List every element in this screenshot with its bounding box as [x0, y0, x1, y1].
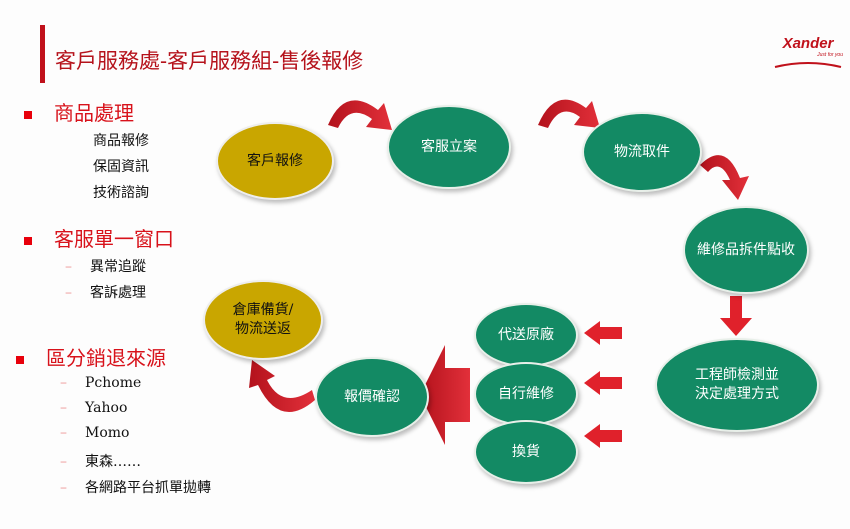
list-item: –客訴處理 — [65, 285, 146, 301]
curved-arrow-icon — [328, 100, 392, 130]
left-arrow-icon — [584, 424, 622, 448]
list-item: 保固資訊 — [93, 159, 149, 175]
node-engineer-check: 工程師檢測並決定處理方式 — [655, 338, 819, 432]
node-customer-report: 客戶報修 — [216, 122, 334, 200]
list-item: –各網路平台抓單拋轉 — [60, 480, 211, 496]
node-receive-inspect: 維修品拆件點收 — [683, 206, 809, 294]
list-item: 商品報修 — [93, 133, 149, 149]
list-item: –Yahoo — [60, 400, 128, 416]
bullet-icon — [16, 355, 24, 364]
bullet-icon — [24, 110, 32, 119]
node-self-repair: 自行維修 — [474, 362, 578, 426]
list-item: –Pchome — [60, 375, 142, 391]
curved-arrow-icon — [538, 99, 600, 128]
logo-tagline: Just for you — [817, 52, 843, 58]
node-case-open: 客服立案 — [387, 105, 511, 189]
list-item: –異常追蹤 — [65, 259, 146, 275]
page-title: 客戶服務處-客戶服務組-售後報修 — [55, 49, 364, 73]
list-item: 技術諮詢 — [93, 185, 149, 201]
title-accent-bar — [40, 25, 45, 83]
left-arrow-icon — [584, 371, 622, 395]
node-send-oem: 代送原廠 — [474, 303, 578, 367]
section-heading-service: 客服單一窗口 — [24, 223, 174, 252]
heading-text: 區分銷退來源 — [46, 346, 166, 370]
node-warehouse-return: 倉庫備貨/物流送返 — [203, 280, 323, 360]
node-exchange: 換貨 — [474, 420, 578, 484]
logo-name: Xander — [782, 35, 834, 52]
heading-text: 商品處理 — [54, 101, 134, 125]
left-arrow-icon — [584, 321, 622, 345]
section-heading-product: 商品處理 — [24, 97, 134, 126]
section-heading-source: 區分銷退來源 — [16, 342, 166, 371]
list-item: –Momo — [60, 425, 130, 441]
heading-text: 客服單一窗口 — [54, 227, 174, 251]
curved-arrow-icon — [700, 155, 749, 200]
list-item: –東森…… — [60, 454, 141, 470]
node-logistics-pickup: 物流取件 — [582, 112, 702, 192]
big-left-arrow-icon — [420, 345, 470, 445]
curved-arrow-icon — [249, 360, 315, 412]
node-quote-confirm: 報價確認 — [315, 357, 429, 437]
down-arrow-icon — [720, 296, 752, 336]
bullet-icon — [24, 236, 32, 245]
